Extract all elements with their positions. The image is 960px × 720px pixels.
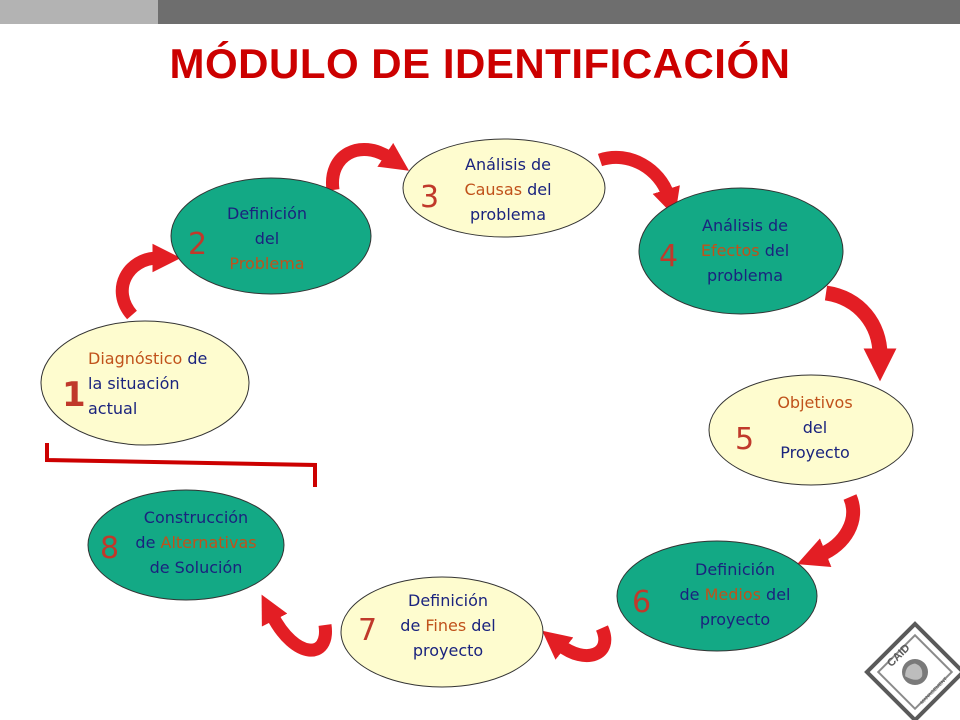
node-2-line-1: Definición xyxy=(227,204,307,223)
node-2-ellipse xyxy=(170,177,372,295)
node-4-label: Análisis de Efectos del problema xyxy=(701,216,789,285)
top-bar-dark xyxy=(158,0,960,24)
node-6-line-1: Definición xyxy=(695,560,775,579)
node-3: 3 Análisis de Causas del problema xyxy=(402,138,606,238)
node-8-number: 8 xyxy=(100,531,119,566)
node-2-line-2: del xyxy=(255,229,279,248)
node-1: 1 Diagnóstico de la situación actual xyxy=(40,320,250,446)
node-3-ellipse xyxy=(402,138,606,238)
node-5-line-2: del xyxy=(803,418,827,437)
arrow-2-to-3 xyxy=(326,142,410,191)
node-3-line-3: problema xyxy=(470,205,546,224)
caid-logo: CAID MANAGEMENT xyxy=(864,621,960,720)
node-7-label: Definición de Fines del proyecto xyxy=(400,591,495,660)
node-8-line-1: Construcción xyxy=(144,508,248,527)
node-7-line-2: de Fines del xyxy=(400,616,495,635)
node-5-ellipse xyxy=(708,374,914,486)
node-6-line-3: proyecto xyxy=(700,610,770,629)
node-5-number: 5 xyxy=(735,422,754,457)
node-8-line-3: de Solución xyxy=(150,558,243,577)
node-1-number: 1 xyxy=(62,375,86,415)
node-6-label: Definición de Medios del proyecto xyxy=(680,560,791,629)
node-4: 4 Análisis de Efectos del problema xyxy=(638,187,844,315)
node-4-ellipse xyxy=(638,187,844,315)
node-4-number: 4 xyxy=(659,239,678,274)
node-3-label: Análisis de Causas del problema xyxy=(464,155,551,224)
node-5-line-1: Objetivos xyxy=(777,393,852,412)
node-1-label: Diagnóstico de la situación actual xyxy=(88,349,207,418)
node-6-number: 6 xyxy=(632,585,651,620)
node-8-line-2: de Alternativas xyxy=(135,533,256,552)
arrow-6-to-7 xyxy=(542,625,612,662)
node-7-line-1: Definición xyxy=(408,591,488,610)
arrow-7-to-8 xyxy=(261,594,332,657)
node-3-number: 3 xyxy=(420,180,439,215)
node-5-line-3: Proyecto xyxy=(780,443,850,462)
node-4-line-3: problema xyxy=(707,266,783,285)
node-6-ellipse xyxy=(616,540,818,652)
node-2-number: 2 xyxy=(188,227,207,262)
bracket-line xyxy=(45,443,317,487)
node-8-label: Construcción de Alternativas de Solución xyxy=(135,508,256,577)
node-1-line-3: actual xyxy=(88,399,137,418)
node-3-line-1: Análisis de xyxy=(465,155,551,174)
node-7: 7 Definición de Fines del proyecto xyxy=(340,576,544,688)
page-title: MÓDULO DE IDENTIFICACIÓN xyxy=(169,40,791,87)
arrow-3-to-4 xyxy=(597,150,680,217)
node-1-line-1: Diagnóstico de xyxy=(88,349,207,368)
node-6: 6 Definición de Medios del proyecto xyxy=(616,540,818,652)
node-7-ellipse xyxy=(340,576,544,688)
node-3-line-2: Causas del xyxy=(464,180,551,199)
node-7-number: 7 xyxy=(358,613,377,648)
node-4-line-2: Efectos del xyxy=(701,241,789,260)
arrow-4-to-5 xyxy=(824,285,897,382)
node-1-ellipse xyxy=(40,320,250,446)
arrow-5-to-6 xyxy=(797,494,861,568)
cycle-arrows xyxy=(115,142,897,662)
node-2-line-3: Problema xyxy=(229,254,304,273)
node-6-line-2: de Medios del xyxy=(680,585,791,604)
arrow-1-to-2 xyxy=(115,243,181,320)
node-7-line-3: proyecto xyxy=(413,641,483,660)
node-8-ellipse xyxy=(87,489,285,601)
node-8: 8 Construcción de Alternativas de Solución xyxy=(87,489,285,601)
top-bar-light xyxy=(0,0,158,24)
node-4-line-1: Análisis de xyxy=(702,216,788,235)
node-1-line-2: la situación xyxy=(88,374,180,393)
